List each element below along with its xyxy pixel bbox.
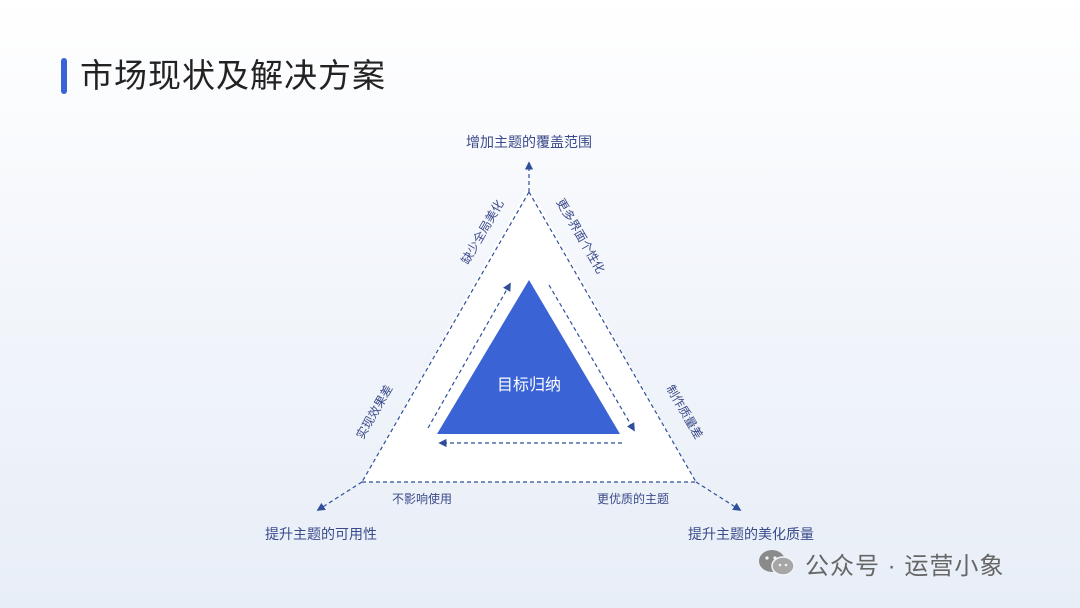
edge-label-bottom-right: 更优质的主题 [597, 491, 669, 506]
arrow-bottom-right [695, 481, 742, 511]
watermark-text: 公众号 · 运营小象 [805, 552, 1005, 580]
title-accent-bar [61, 58, 67, 94]
wechat-icon [759, 550, 795, 576]
center-label: 目标归纳 [497, 375, 561, 394]
watermark: 公众号 · 运营小象 [757, 546, 1004, 580]
vertex-label-bottom-left: 提升主题的可用性 [265, 527, 377, 543]
vertex-arrows [316, 161, 742, 511]
edge-label-right-lower: 制作质量差 [663, 383, 705, 442]
arrow-right-down [548, 284, 635, 432]
page-title: 市场现状及解决方案 [80, 56, 386, 95]
edge-label-left-lower: 实现效果差 [353, 382, 396, 441]
inner-cycle-arrows [427, 282, 635, 448]
arrow-bottom-left [316, 481, 363, 511]
goal-triangle [437, 280, 620, 434]
vertex-label-bottom-right: 提升主题的美化质量 [688, 527, 814, 543]
edge-label-bottom-left: 不影响使用 [392, 491, 452, 506]
vertex-label-top: 增加主题的覆盖范围 [466, 134, 592, 151]
